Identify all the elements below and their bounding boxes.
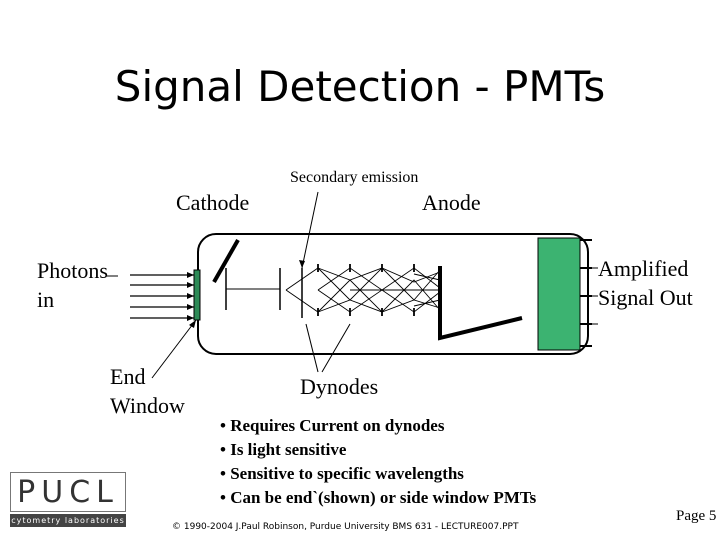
anode-electrode xyxy=(438,266,523,341)
end-window-label: End Window xyxy=(110,364,185,418)
photocathode xyxy=(212,239,240,283)
logo-subtext: cytometry laboratories xyxy=(10,514,126,527)
secondary-emission-label: Secondary emission xyxy=(290,169,419,186)
photon-arrows xyxy=(130,274,194,319)
dynodes-label: Dynodes xyxy=(300,374,379,399)
anode-label: Anode xyxy=(422,190,481,215)
dynode-ticks xyxy=(317,264,415,316)
electron-cascade xyxy=(285,267,441,313)
bullet-item: • Sensitive to specific wavelengths xyxy=(220,464,464,483)
slide-title: Signal Detection - PMTs xyxy=(114,62,606,111)
logo-text: PUCL xyxy=(10,472,126,512)
end-window xyxy=(193,269,201,321)
page-number: Page 5 xyxy=(676,508,717,524)
photons-in-label: Photons in xyxy=(37,258,108,312)
cathode-label: Cathode xyxy=(176,190,250,215)
pointer-arrowheads xyxy=(189,260,305,328)
bullet-list: • Requires Current on dynodes • Is light… xyxy=(220,414,536,510)
pointer-lines xyxy=(151,191,598,379)
pmt-tube xyxy=(197,233,589,355)
bullet-item: • Is light sensitive xyxy=(220,440,347,459)
photon-arrowheads xyxy=(187,272,194,321)
amplified-signal-out-label: Amplified Signal Out xyxy=(598,256,693,310)
pucl-logo: PUCL cytometry laboratories xyxy=(10,472,126,528)
output-block xyxy=(537,237,581,351)
footer-copyright: © 1990-2004 J.Paul Robinson, Purdue Univ… xyxy=(172,522,519,532)
bullet-item: • Requires Current on dynodes xyxy=(220,416,445,435)
bullet-item: • Can be end`(shown) or side window PMTs xyxy=(220,488,537,507)
